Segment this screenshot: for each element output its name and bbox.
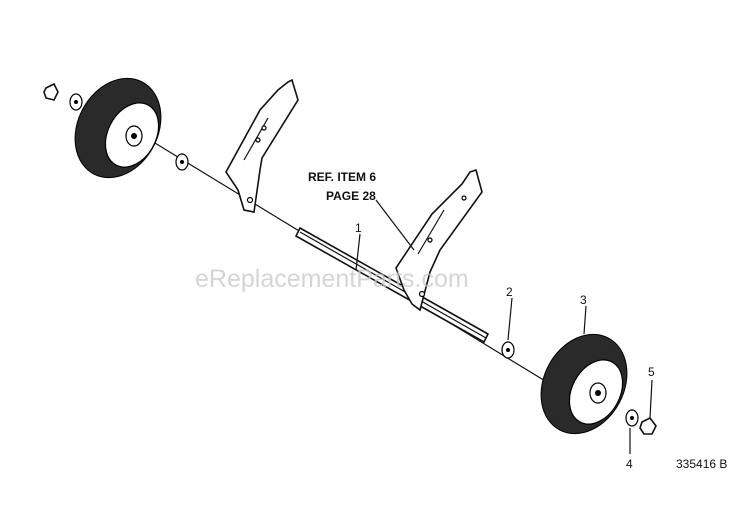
callout-item-5: 5 bbox=[648, 365, 655, 379]
left-nut bbox=[43, 82, 59, 101]
ref-item-line2: PAGE 28 bbox=[326, 189, 376, 203]
left-bracket bbox=[225, 78, 299, 213]
left-wheel bbox=[74, 77, 162, 179]
watermark: eReplacementParts.com bbox=[195, 265, 469, 293]
callout-item-1: 1 bbox=[355, 221, 362, 235]
callout-item-3: 3 bbox=[580, 293, 587, 307]
axle-rod bbox=[294, 226, 490, 344]
right-bracket bbox=[395, 168, 483, 312]
right-inner-washer bbox=[501, 341, 515, 359]
right-outer-washer bbox=[625, 409, 639, 427]
leader-item-1 bbox=[355, 233, 361, 271]
left-outer-washer bbox=[69, 93, 83, 111]
callout-item-2: 2 bbox=[506, 285, 513, 299]
ref-item-line1: REF. ITEM 6 bbox=[308, 170, 376, 184]
leader-ref-item bbox=[375, 199, 415, 251]
right-wheel bbox=[540, 333, 628, 435]
leader-item-3 bbox=[583, 305, 587, 335]
diagram-id: 335416 B bbox=[676, 457, 727, 471]
leader-item-5 bbox=[649, 379, 653, 419]
callout-item-4: 4 bbox=[626, 457, 633, 471]
left-washer bbox=[175, 153, 189, 171]
leader-item-2 bbox=[507, 297, 513, 341]
right-nut bbox=[639, 416, 657, 435]
